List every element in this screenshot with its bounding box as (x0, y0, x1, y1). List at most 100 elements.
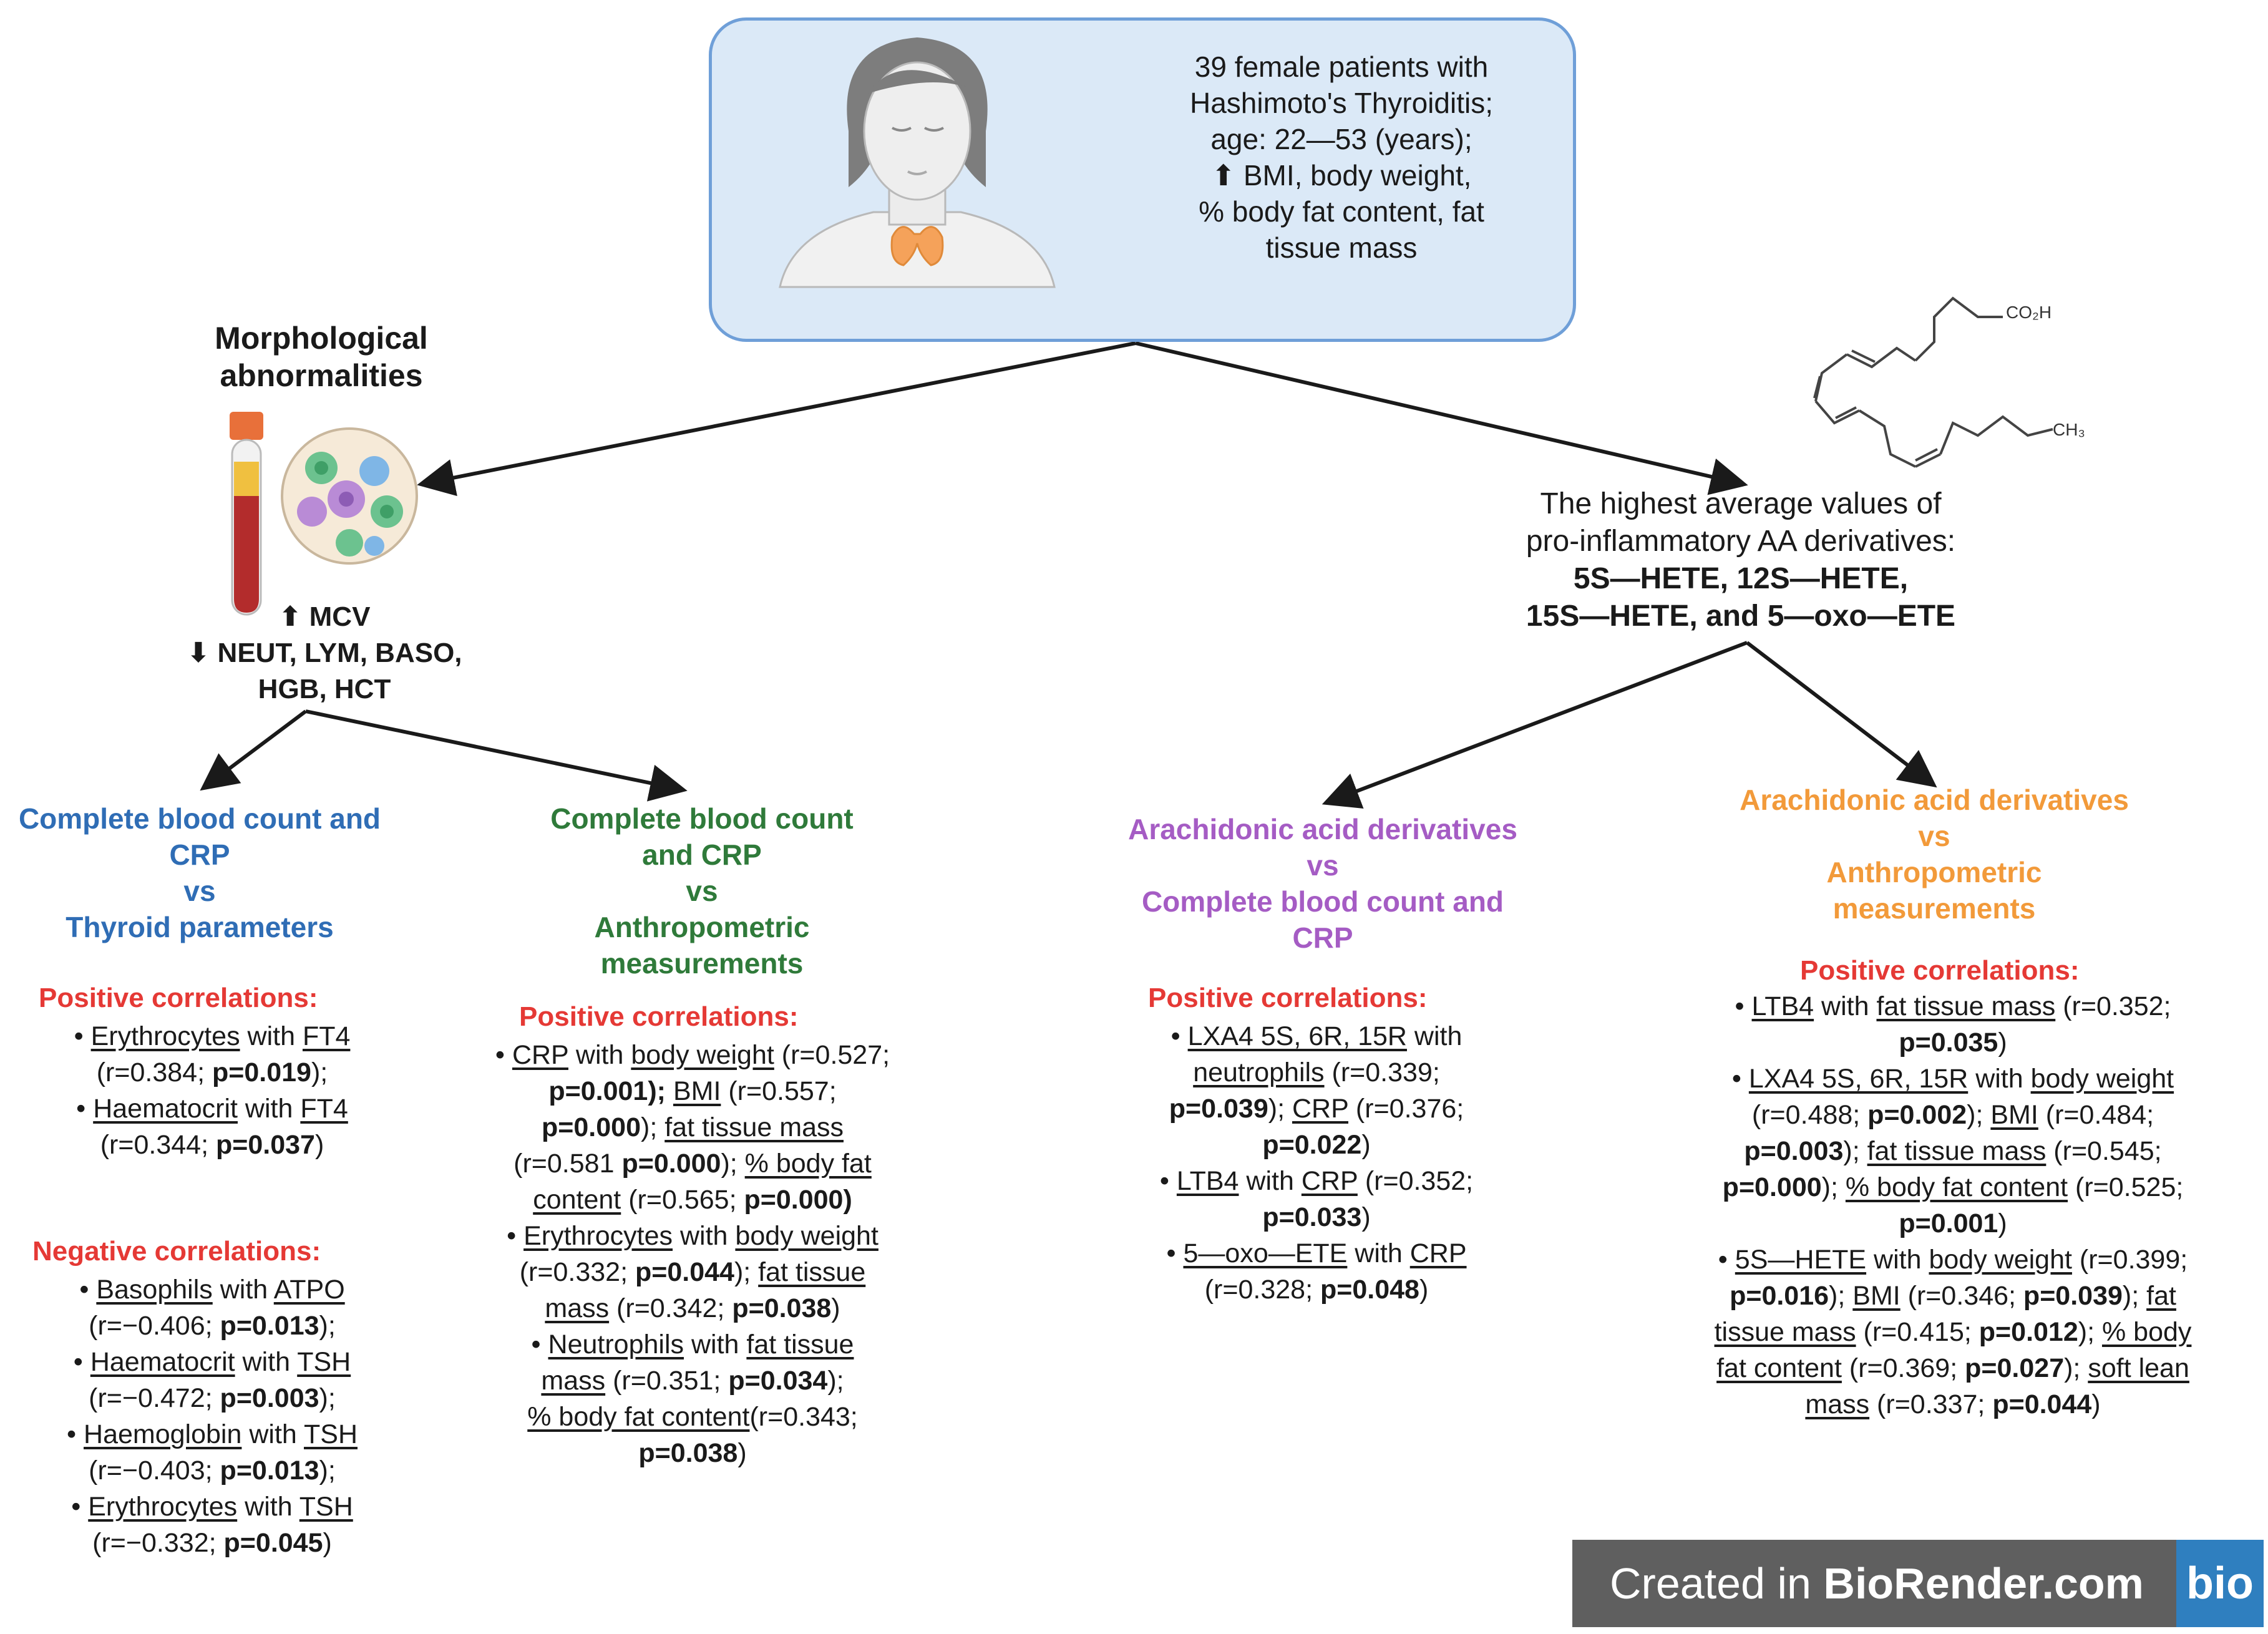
correlation-text: with (1406, 1021, 1463, 1051)
correlation-text: fat content (1716, 1353, 1842, 1383)
correlation-text: mass (541, 1366, 606, 1396)
correlation-stats: (r=−0.332; p=0.045) (92, 1528, 332, 1558)
morphology-title-line: Morphological (215, 321, 428, 356)
section-title-line: Thyroid parameters (66, 911, 334, 943)
correlation-text: ); (1967, 1100, 1991, 1130)
correlation-text: fat tissue mass (1876, 991, 2056, 1021)
correlation-text: % body fat content (527, 1402, 750, 1432)
section-title-line: Arachidonic acid derivatives (1740, 784, 2129, 816)
correlation-text: ); (641, 1112, 665, 1142)
correlation-line: • Neutrophils with fat tissue (437, 1326, 948, 1363)
correlation-line: • 5—oxo—ETE with CRP (1086, 1235, 1547, 1272)
correlation-text: p=0.048 (1320, 1275, 1419, 1305)
correlation-text: ); (827, 1366, 844, 1396)
patient-line: Hashimoto's Thyroiditis; (1190, 87, 1493, 119)
correlation-text: • (1718, 1245, 1735, 1275)
correlation-line: p=0.000); % body fat content (r=0.525; (1647, 1169, 2259, 1205)
section-2-positive-list: • CRP with body weight (r=0.527;p=0.001)… (437, 1037, 948, 1471)
correlation-line: • LTB4 with CRP (r=0.352; (1086, 1163, 1547, 1199)
correlation-item: • Erythrocytes with FT4 (74, 1021, 351, 1051)
correlation-text: with (568, 1040, 631, 1070)
correlation-line: • CRP with body weight (r=0.527; (437, 1037, 948, 1073)
patient-line: % body fat content, fat (1199, 195, 1484, 228)
correlation-text: • (507, 1221, 524, 1251)
morphology-labels: ⬆ MCV ⬇ NEUT, LYM, BASO, HGB, HCT (125, 599, 524, 708)
section-title-line: CRP (169, 839, 230, 871)
section-title-line: Anthropometric (1826, 856, 2042, 888)
correlation-line: p=0.022) (1086, 1127, 1547, 1163)
correlation-text: • (1731, 1064, 1749, 1094)
correlation-text: (r=0.484; (2038, 1100, 2154, 1130)
correlation-text: p=0.033 (1262, 1202, 1362, 1232)
section-1-negative-list: • Basophils with ATPO (r=−0.406; p=0.013… (25, 1272, 399, 1561)
correlation-text: ); (734, 1257, 759, 1287)
correlation-line: • LTB4 with fat tissue mass (r=0.352; (1647, 988, 2259, 1024)
section-title-line: vs (1307, 849, 1339, 882)
correlation-text: 5S—HETE (1735, 1245, 1867, 1275)
patient-line: 39 female patients with (1194, 51, 1489, 83)
arrow-to-s3 (1321, 641, 1748, 809)
correlation-text: (r=0.339; (1324, 1058, 1440, 1087)
patient-line: tissue mass (1265, 231, 1418, 264)
correlation-text: 5—oxo—ETE (1183, 1238, 1348, 1268)
correlation-line: p=0.000); fat tissue mass (437, 1109, 948, 1145)
correlation-text: (r=0.376; (1348, 1094, 1464, 1124)
biorender-logo-icon: bio (2176, 1540, 2264, 1627)
correlation-text: fat tissue (758, 1257, 866, 1287)
section-title-line: Complete blood count and (18, 802, 381, 835)
arrow-to-s2 (305, 709, 688, 802)
correlation-text: (r=0.415; (1856, 1317, 1979, 1347)
section-4-positive-list: • LTB4 with fat tissue mass (r=0.352; p=0… (1647, 988, 2259, 1422)
correlation-text: • (1735, 991, 1752, 1021)
section-2-title: Complete blood count and CRP vs Anthropo… (474, 800, 930, 981)
blood-tube-icon (230, 412, 263, 616)
correlation-stats: (r=−0.403; p=0.013); (89, 1456, 336, 1486)
correlation-text: ) (1998, 1028, 2007, 1058)
correlation-text: p=0.016 (1730, 1281, 1829, 1311)
correlation-line: p=0.016); BMI (r=0.346; p=0.039); fat (1647, 1278, 2259, 1314)
correlation-text: (r=0.343; (749, 1402, 858, 1432)
correlation-line: % body fat content(r=0.343; (437, 1399, 948, 1435)
correlation-text: • (1159, 1166, 1177, 1196)
correlation-text: p=0.044 (635, 1257, 734, 1287)
section-title-line: Anthropometric (594, 911, 810, 943)
correlation-line: p=0.039); CRP (r=0.376; (1086, 1091, 1547, 1127)
correlation-text: Erythrocytes (523, 1221, 673, 1251)
section-title-line: vs (686, 875, 718, 907)
correlation-text: p=0.038 (732, 1293, 832, 1323)
correlation-line: p=0.033) (1086, 1199, 1547, 1235)
correlation-text: body weight (2030, 1064, 2174, 1094)
correlation-text: LTB4 (1176, 1166, 1239, 1196)
correlation-text: ) (1361, 1130, 1371, 1160)
correlation-line: p=0.001) (1647, 1205, 2259, 1242)
correlation-text: • (495, 1040, 512, 1070)
correlation-text: p=0.000) (744, 1185, 852, 1215)
section-title-line: vs (183, 875, 216, 907)
correlation-text: (r=0.352; (2055, 991, 2171, 1021)
correlation-text: ); (2078, 1317, 2102, 1347)
correlation-item: • Haematocrit with FT4 (76, 1094, 348, 1124)
section-title-line: measurements (1832, 892, 2036, 925)
correlation-stats: (r=−0.472; p=0.003); (89, 1383, 336, 1413)
correlation-text: CRP (512, 1040, 568, 1070)
correlation-line: (r=0.328; p=0.048) (1086, 1272, 1547, 1308)
correlation-text: ); (1268, 1094, 1292, 1124)
correlation-stats: (r=0.384; p=0.019); (96, 1058, 328, 1087)
correlation-line: • Erythrocytes with body weight (437, 1218, 948, 1254)
correlation-text: mass (545, 1293, 610, 1323)
correlation-text: mass (1805, 1389, 1870, 1419)
correlation-text: • (1171, 1021, 1188, 1051)
correlation-text: with (1866, 1245, 1929, 1275)
correlation-text: (r=0.525; (2068, 1172, 2184, 1202)
molecule-label-acid: CO₂H (2006, 303, 2051, 322)
morphology-label: ⬆ MCV (278, 601, 371, 632)
correlation-text: ); (721, 1149, 745, 1179)
aa-summary-bold-line: 5S—HETE, 12S—HETE, (1573, 562, 1909, 595)
correlation-text: ); (1829, 1281, 1853, 1311)
correlation-text: with (1968, 1064, 2031, 1094)
correlation-text: LXA4 5S, 6R, 15R (1748, 1064, 1969, 1094)
correlation-stats: (r=0.344; p=0.037) (100, 1130, 324, 1160)
morphology-title: Morphological abnormalities (134, 319, 509, 394)
correlation-text: p=0.027 (1965, 1353, 2065, 1383)
